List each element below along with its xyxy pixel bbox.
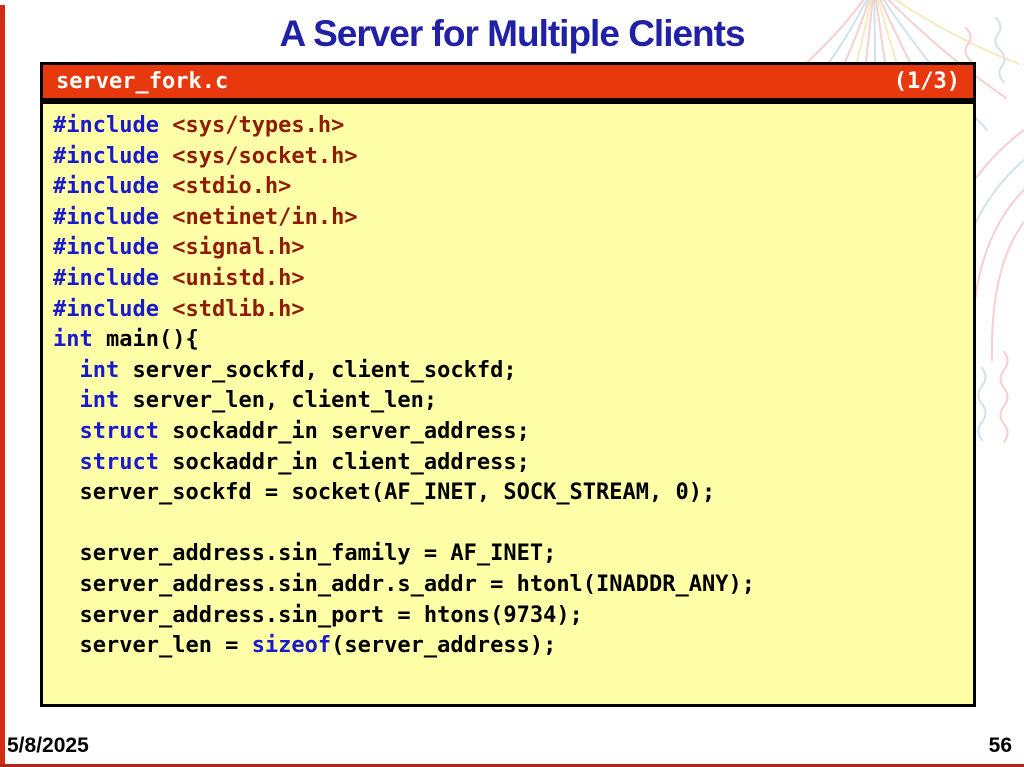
code-filename: server_fork.c — [56, 69, 229, 94]
code-line: server_address.sin_family = AF_INET; — [53, 541, 557, 567]
code-lines: #include <sys/types.h> #include <sys/sock… — [53, 111, 963, 662]
code-line: int server_len, client_len; — [79, 388, 438, 414]
code-line: #include <sys/types.h> — [53, 113, 345, 138]
code-line: int server_sockfd, client_sockfd; — [79, 357, 517, 383]
code-line: server_address.sin_addr.s_addr = htonl(I… — [53, 571, 755, 597]
code-line: server_len = sizeof(server_address); — [53, 633, 557, 659]
code-line: #include <signal.h> — [53, 235, 305, 261]
code-line: #include <netinet/in.h> — [53, 204, 358, 230]
code-line: struct sockaddr_in client_address; — [79, 449, 530, 475]
code-line: #include <unistd.h> — [53, 265, 305, 291]
page-number: 56 — [988, 734, 1012, 757]
code-line: #include <sys/socket.h> — [53, 143, 358, 169]
code-line — [53, 509, 963, 540]
code-line: int main(){ — [53, 327, 199, 353]
code-line: server_sockfd = socket(AF_INET, SOCK_STR… — [53, 480, 716, 506]
code-line: server_address.sin_port = htons(9734); — [53, 602, 583, 628]
slide-bottom-border — [0, 764, 1024, 767]
code-line: struct sockaddr_in server_address; — [79, 418, 530, 444]
page-title: A Server for Multiple Clients — [279, 13, 745, 54]
code-panel-header: server_fork.c (1/3) — [40, 62, 976, 101]
footer-date: 5/8/2025 — [7, 734, 89, 757]
code-line: #include <stdlib.h> — [53, 296, 305, 322]
part-indicator: (1/3) — [893, 69, 960, 94]
code-panel: #include <sys/types.h> #include <sys/sock… — [40, 101, 976, 707]
slide-left-border — [0, 5, 5, 764]
code-line: #include <stdio.h> — [53, 174, 292, 200]
